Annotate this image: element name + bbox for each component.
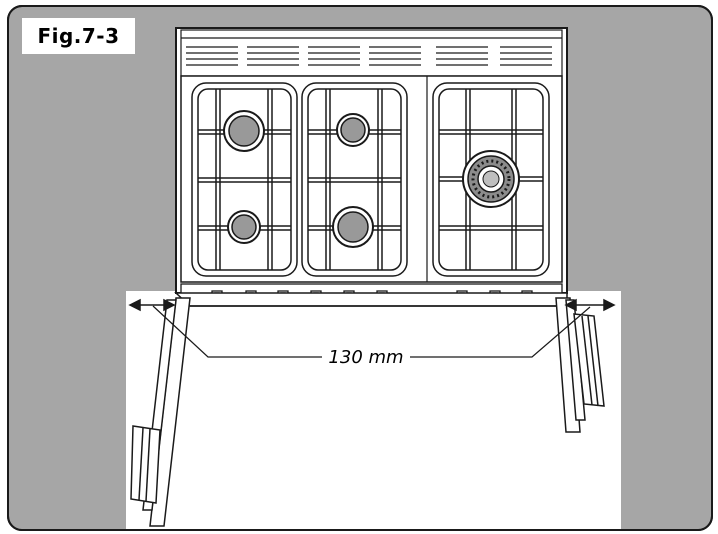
gas-burner-icon [227, 210, 261, 244]
left-open-door [130, 297, 191, 527]
gas-burner-icon [332, 206, 374, 248]
figure-label: Fig.7-3 [22, 18, 135, 54]
gas-burner-icon [223, 110, 265, 152]
oven-door-top [174, 292, 568, 307]
gas-burner-icon [336, 113, 370, 147]
white-floor-area [126, 291, 621, 530]
wok-burner-icon [462, 150, 520, 208]
pan-support-left [191, 82, 298, 277]
dimension-arrow-icon [128, 298, 616, 312]
dimension-label: 130 mm [328, 346, 404, 368]
dimension-leader-lines [152, 305, 591, 358]
